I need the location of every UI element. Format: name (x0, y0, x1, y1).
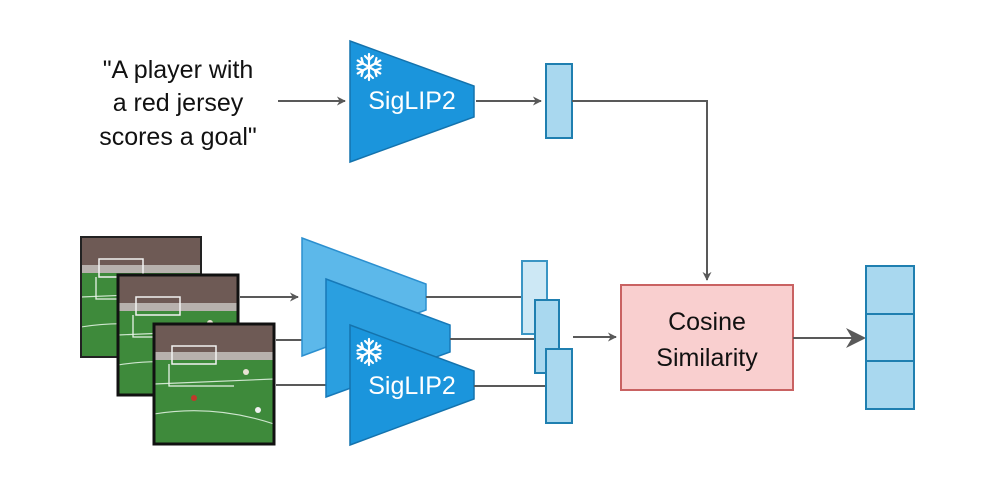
cosine-similarity-line-1: Cosine (668, 308, 746, 336)
text-encoder-shape (349, 39, 475, 164)
text-embedding (545, 63, 573, 139)
text-encoder-label: SigLIP2 (368, 87, 456, 115)
output-score-cell-3 (865, 360, 915, 410)
output-scores (865, 265, 915, 410)
image-encoder-shape (349, 323, 475, 447)
text-prompt-line-2: a red jersey (113, 89, 244, 117)
cosine-similarity-line-2: Similarity (656, 344, 758, 372)
text-prompt-line-3: scores a goal" (99, 123, 257, 151)
cosine-similarity-block (620, 284, 794, 391)
output-score-cell-2 (865, 313, 915, 362)
image-embedding-3 (545, 348, 573, 424)
video-frame-3 (152, 322, 276, 446)
image-encoder-label: SigLIP2 (368, 372, 456, 400)
text-prompt-line-1: "A player with (103, 56, 254, 84)
output-score-cell-1 (865, 265, 915, 315)
arrow-text-embedding-to-similarity (572, 100, 712, 281)
